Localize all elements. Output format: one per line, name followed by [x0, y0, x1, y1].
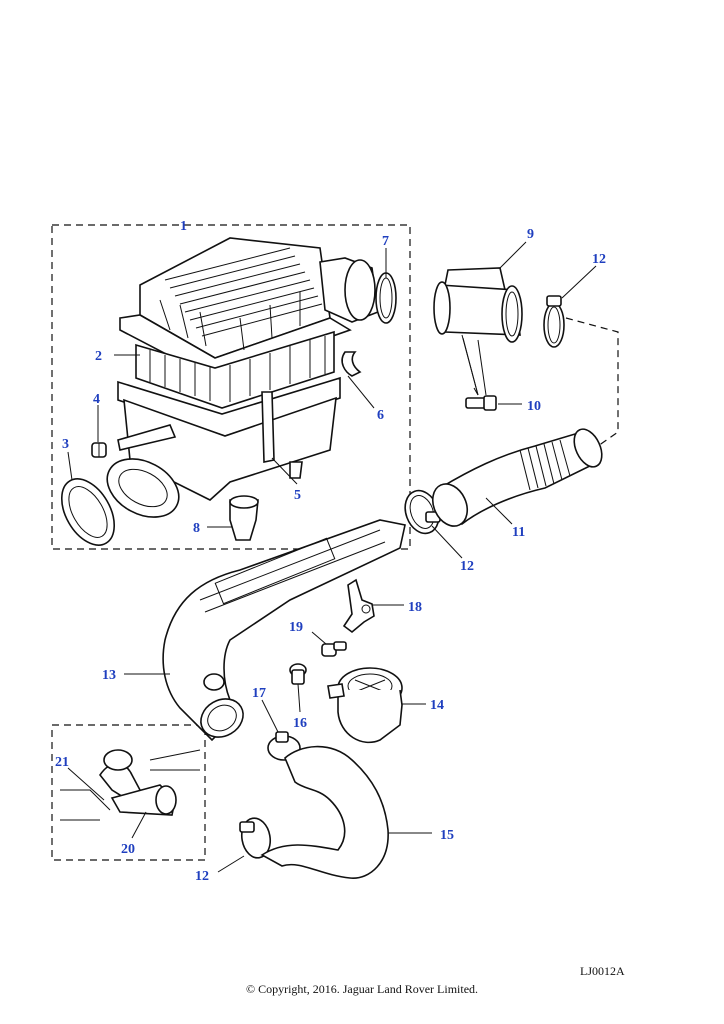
air-cleaner-outlet-spout	[319, 257, 379, 323]
callout-labels: 1 2 3 4 5 6 7 8 9 10 11 12 12 12 13 14 1…	[55, 219, 606, 884]
outlet-seal-ring	[375, 272, 397, 324]
lower-intake-hose	[260, 745, 389, 879]
callout-1: 1	[180, 219, 187, 234]
turbo-intercooler-duct	[162, 519, 406, 742]
mounting-grommet	[91, 442, 107, 458]
callout-7: 7	[382, 234, 389, 249]
drain-valve	[229, 495, 259, 541]
hose-clamp-lower	[239, 817, 272, 859]
copyright-notice: © Copyright, 2016. Jaguar Land Rover Lim…	[245, 982, 479, 996]
callout-8: 8	[193, 521, 200, 536]
callout-11: 11	[512, 525, 525, 540]
callout-19: 19	[289, 620, 303, 635]
inset-hose-detail	[60, 749, 201, 821]
intake-hose	[431, 428, 603, 527]
hose-clamp-upper	[543, 295, 565, 348]
callout-21: 21	[55, 755, 69, 770]
callout-10: 10	[527, 399, 541, 414]
breather-grommet	[289, 663, 307, 685]
mass-air-flow-sensor	[433, 267, 523, 343]
callout-13: 13	[102, 668, 116, 683]
air-cleaner-body	[106, 376, 341, 518]
callout-6: 6	[377, 408, 384, 423]
callout-12-middle: 12	[460, 559, 474, 574]
air-filter-element	[135, 330, 335, 409]
callout-15: 15	[440, 828, 454, 843]
sensor-bolt	[465, 395, 497, 411]
callout-2: 2	[95, 349, 102, 364]
diagram-reference-code: LJ0012A	[580, 964, 625, 978]
callout-12-upper: 12	[592, 252, 606, 267]
callout-12-lower: 12	[195, 869, 209, 884]
callout-9: 9	[527, 227, 534, 242]
callout-18: 18	[408, 600, 422, 615]
breather-filter	[327, 667, 403, 744]
hose-routing-dashline	[565, 317, 619, 449]
inlet-seal-ring	[60, 478, 116, 546]
retaining-clip	[341, 351, 362, 377]
mounting-bracket	[342, 578, 375, 634]
assembly-group-box	[51, 224, 411, 550]
callout-16: 16	[293, 716, 307, 731]
callout-4: 4	[93, 392, 100, 407]
bracket-bolt	[321, 641, 347, 657]
callout-14: 14	[430, 698, 444, 713]
inset-detail-box	[51, 724, 206, 861]
callout-3: 3	[62, 437, 69, 452]
callout-17: 17	[252, 686, 266, 701]
leader-lines	[67, 241, 597, 873]
callout-5: 5	[294, 488, 301, 503]
callout-20: 20	[121, 842, 135, 857]
